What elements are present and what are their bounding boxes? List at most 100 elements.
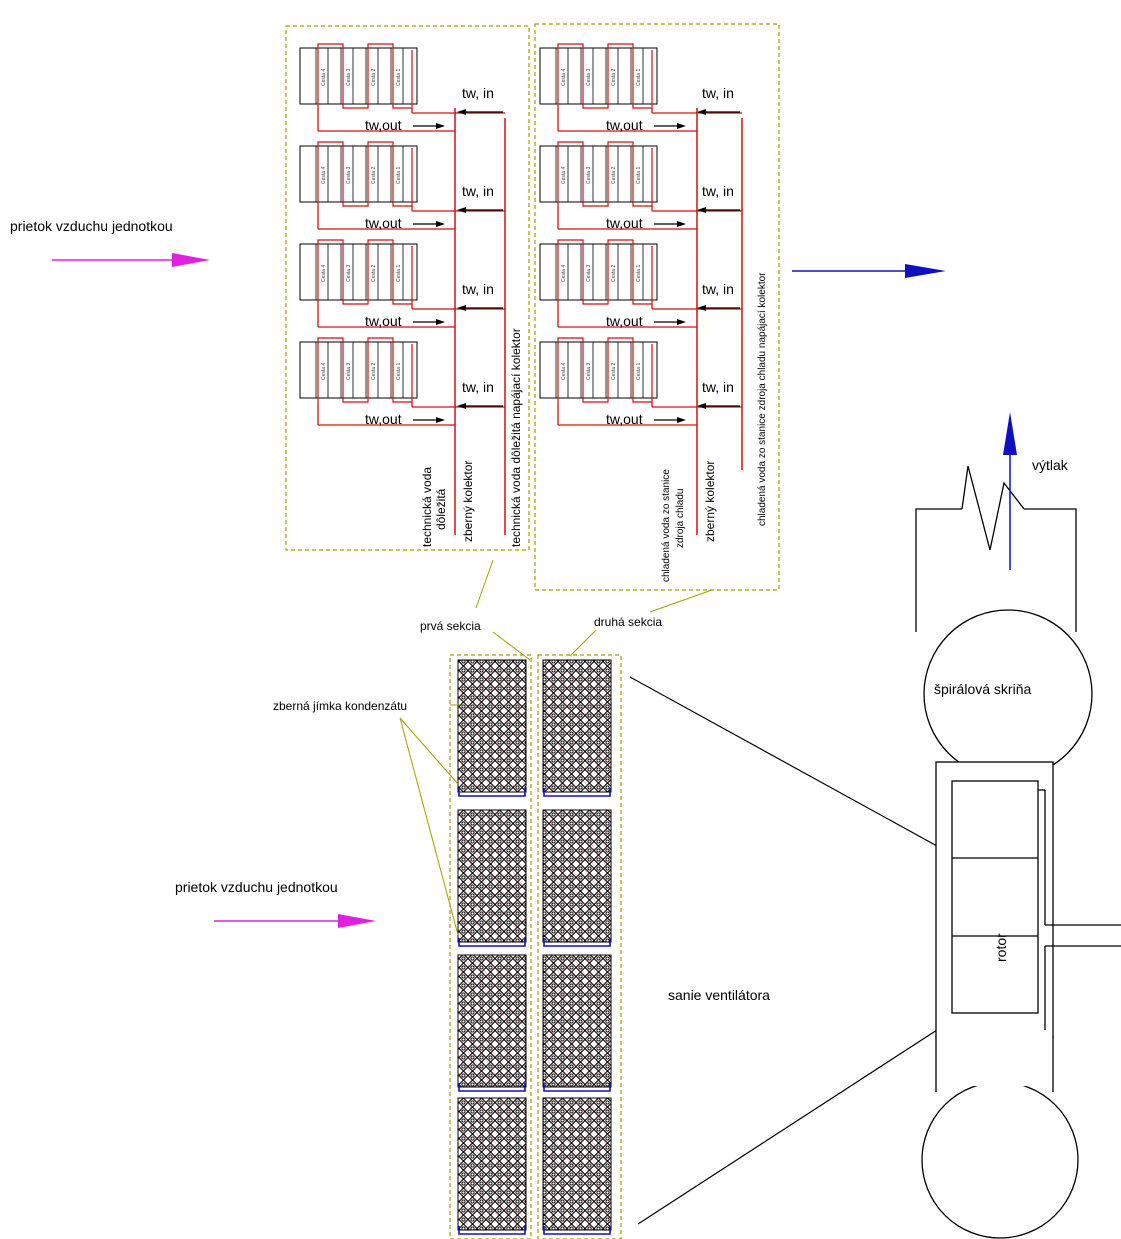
fin-block (457, 1097, 527, 1235)
coil-pass-label: Cesta 1 (636, 69, 642, 86)
tw-out-arrow (413, 123, 445, 129)
coil-pass-label: Cesta 4 (321, 69, 327, 86)
discharge-label: výtlak (1032, 457, 1069, 473)
coil-pass-label: Cesta 2 (611, 265, 617, 282)
tw-in-arrow (697, 207, 740, 213)
fan-assembly (915, 465, 1121, 1239)
section-2-frame (534, 23, 780, 591)
tw-in-arrow (697, 109, 740, 115)
tw-in-arrow (457, 207, 503, 213)
section-1-label-tech-water-a: technická voda (420, 467, 434, 547)
coil-pass-label: Cesta 2 (371, 363, 377, 380)
second-section-label: druhá sekcia (594, 615, 662, 629)
section-2-coils: Cesta 4 Cesta 3 Cesta 2 Cesta 1 tw, in tw,out… (539, 43, 742, 427)
coil-pass-label: Cesta 4 (561, 69, 567, 86)
leader-second-section (649, 589, 713, 613)
airflow-arrow-top (52, 253, 210, 267)
fin-block (457, 659, 527, 797)
fin-block (542, 954, 612, 1092)
fin-block (542, 809, 612, 947)
bottom-section-2-frame (537, 654, 622, 1239)
fin-block (542, 1097, 612, 1235)
tw-out-arrow (654, 319, 686, 325)
coil-pass-label: Cesta 4 (561, 265, 567, 282)
coil-unit: Cesta 4 Cesta 3 Cesta 2 Cesta 1 tw, in tw,out (299, 337, 505, 427)
suction-funnel-top (629, 676, 938, 847)
tw-out-arrow (654, 221, 686, 227)
tw-out-arrow (413, 221, 445, 227)
coil-pass-label: Cesta 1 (396, 363, 402, 380)
section-1-label-collecting-collector: zberný kolektor (461, 461, 475, 542)
tw-in-label: tw, in (702, 281, 734, 297)
tw-in-label: tw, in (462, 379, 494, 395)
tw-out-label: tw,out (365, 411, 402, 427)
tw-in-label: tw, in (702, 183, 734, 199)
tw-out-label: tw,out (606, 313, 643, 329)
condensate-sump (543, 1226, 611, 1235)
suction-funnel-bottom (637, 1029, 938, 1225)
tw-in-arrow (457, 305, 503, 311)
section-2-label-chilled-water-b: zdroja chladu (675, 489, 686, 548)
tw-out-arrow (413, 417, 445, 423)
section-1-label-supply-collector: technická voda dôležitá napájací kolekto… (509, 328, 523, 547)
coil-pass-label: Cesta 4 (561, 363, 567, 380)
coil-pass-label: Cesta 1 (396, 69, 402, 86)
leader-first-section (475, 559, 494, 609)
leader-second-section-lower (569, 629, 597, 657)
coil-pass-label: Cesta 4 (321, 363, 327, 380)
section-1-frame (285, 25, 530, 551)
coil-unit: Cesta 4 Cesta 3 Cesta 2 Cesta 1 tw, in tw,out (299, 141, 505, 231)
tw-out-label: tw,out (606, 215, 643, 231)
coil-pass-label: Cesta 3 (346, 167, 352, 184)
condensate-sump (543, 938, 611, 947)
tw-in-label: tw, in (462, 85, 494, 101)
fin-coil-blocks (457, 659, 612, 1235)
coil-pass-label: Cesta 3 (346, 69, 352, 86)
tw-out-label: tw,out (606, 411, 643, 427)
tw-out-label: tw,out (365, 313, 402, 329)
coil-pass-label: Cesta 3 (586, 265, 592, 282)
section-2-label-supply-collector: chladená voda zo stanice zdroja chladu n… (757, 272, 768, 526)
coil-pass-label: Cesta 2 (371, 265, 377, 282)
airflow-label-top: prietok vzduchu jednotkou (10, 218, 173, 234)
coil-unit: Cesta 4 Cesta 3 Cesta 2 Cesta 1 tw, in tw,out (539, 239, 742, 329)
tw-in-arrow (697, 305, 740, 311)
coil-pass-label: Cesta 3 (346, 265, 352, 282)
tw-in-arrow (457, 403, 503, 409)
fin-block (457, 809, 527, 947)
leader-first-section-lower (492, 631, 531, 661)
coil-pass-label: Cesta 2 (371, 167, 377, 184)
coil-pass-label: Cesta 4 (561, 167, 567, 184)
bottom-section-1-frame (449, 654, 532, 1239)
tw-out-label: tw,out (365, 215, 402, 231)
rotor-label: rotor (993, 933, 1009, 962)
tw-in-label: tw, in (462, 183, 494, 199)
coil-pass-label: Cesta 3 (346, 363, 352, 380)
condensate-sump (458, 1083, 526, 1092)
coil-pass-label: Cesta 3 (586, 167, 592, 184)
coil-pass-label: Cesta 1 (396, 265, 402, 282)
coil-pass-label: Cesta 2 (611, 69, 617, 86)
coil-pass-label: Cesta 1 (396, 167, 402, 184)
coil-pass-label: Cesta 4 (321, 167, 327, 184)
section-2-label-collecting-collector: zberný kolektor (703, 461, 717, 542)
condensate-sump (458, 938, 526, 947)
outlet-arrow (792, 264, 946, 278)
section-2-label-chilled-water-a: chladená voda zo stanice (661, 469, 672, 582)
tw-out-arrow (413, 319, 445, 325)
condensate-sump-label: zberná jímka kondenzátu (273, 699, 407, 713)
tw-in-arrow (697, 403, 740, 409)
condensate-sump (543, 1083, 611, 1092)
first-section-label: prvá sekcia (420, 619, 481, 633)
tw-out-label: tw,out (365, 117, 402, 133)
section-1-coils: Cesta 4 Cesta 3 Cesta 2 Cesta 1 tw, in tw,out… (299, 43, 505, 427)
tw-in-label: tw, in (462, 281, 494, 297)
condensate-sump (543, 788, 611, 797)
airflow-label-bottom: prietok vzduchu jednotkou (175, 879, 338, 895)
coil-pass-label: Cesta 1 (636, 265, 642, 282)
